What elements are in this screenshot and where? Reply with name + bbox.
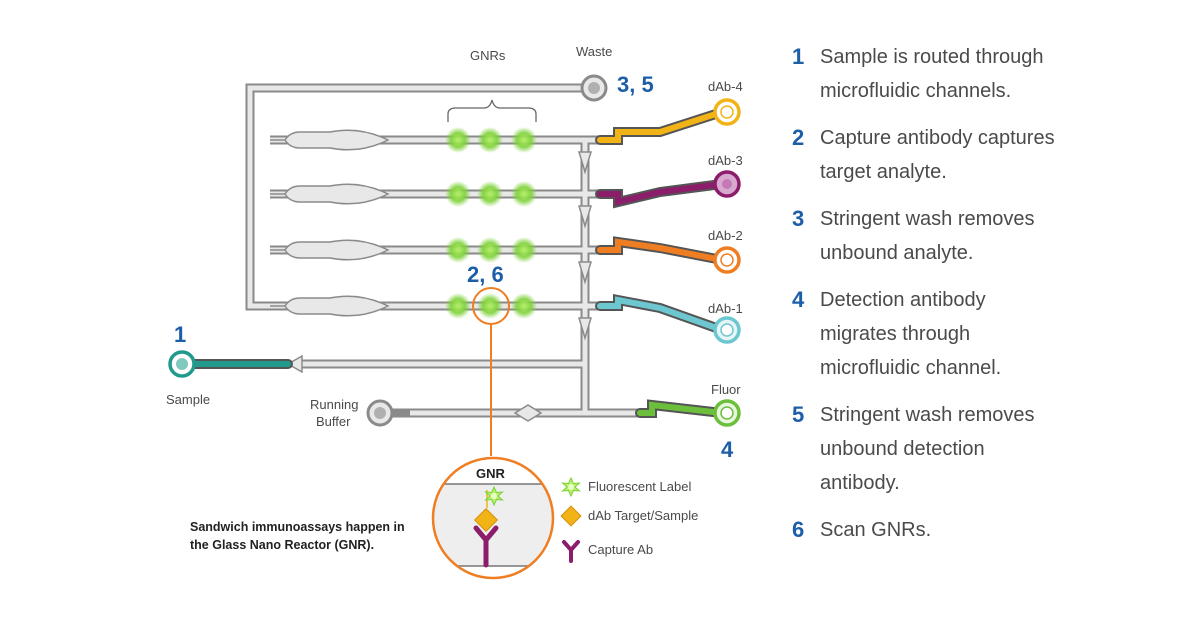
valve-sample — [286, 354, 303, 374]
valve-vertical-4 — [577, 317, 593, 341]
bulge-channel-3 — [270, 183, 390, 205]
note-line-2: the Glass Nano Reactor (GNR). — [190, 538, 374, 552]
legend-label-1: Fluorescent Label — [588, 479, 691, 494]
valve-vertical-1 — [577, 151, 593, 175]
steps-list: 1 Sample is routed through microfluidic c… — [792, 40, 1192, 560]
gnr-spots — [445, 127, 537, 319]
waste-label: Waste — [576, 44, 612, 59]
inset-target-diamond-icon — [473, 507, 499, 533]
waste-step-marker: 3, 5 — [617, 72, 654, 97]
capture-antibody-icon — [562, 540, 580, 563]
valve-vertical-2 — [577, 205, 593, 229]
channel-bulges — [270, 129, 593, 422]
dab4-port — [713, 98, 741, 126]
step-text: Stringent wash removes unbound analyte. — [820, 208, 1035, 264]
step-number: 3 — [792, 206, 805, 231]
step-item: 4 Detection antibody migrates through mic… — [792, 283, 1192, 385]
valve-buffer — [513, 404, 543, 422]
sample-label: Sample — [166, 392, 210, 407]
step-item: 3 Stringent wash removes unbound analyte. — [792, 202, 1192, 270]
dab2-port — [713, 246, 741, 274]
step-text: Capture antibody captures target analyte… — [820, 127, 1055, 183]
gnrs-brace — [447, 99, 537, 122]
bulge-channel-1 — [270, 295, 390, 317]
legend: Fluorescent Label dAb Target/Sample Capt… — [560, 476, 698, 563]
fluor-step-marker: 4 — [721, 437, 734, 462]
valve-vertical-3 — [577, 261, 593, 285]
step-number: 5 — [792, 402, 805, 427]
dab4-label: dAb-4 — [708, 79, 743, 94]
step-number: 2 — [792, 125, 805, 150]
dab3-port — [713, 170, 741, 198]
step-number: 6 — [792, 517, 805, 542]
bulge-channel-4 — [270, 129, 390, 151]
inset-capture-antibody-icon — [473, 525, 499, 568]
step-item: 6 Scan GNRs. — [792, 513, 1192, 547]
legend-label-2: dAb Target/Sample — [588, 508, 698, 523]
inset-title: GNR — [476, 466, 506, 481]
fluor-port — [713, 399, 741, 427]
sample-step-marker: 1 — [174, 322, 186, 347]
dab1-label: dAb-1 — [708, 301, 743, 316]
note-line-1: Sandwich immunoassays happen in — [190, 520, 405, 534]
dab2-label: dAb-2 — [708, 228, 743, 243]
step-item: 2 Capture antibody captures target analyt… — [792, 121, 1192, 189]
gnr-step-marker: 2, 6 — [467, 262, 504, 287]
sample-port — [168, 350, 196, 378]
fluorescent-label-icon — [561, 476, 581, 498]
step-number: 1 — [792, 44, 805, 69]
target-diamond-icon — [560, 505, 582, 527]
running-buffer-label-2: Buffer — [316, 414, 351, 429]
gnrs-label: GNRs — [470, 48, 506, 63]
ports — [168, 74, 741, 427]
step-number: 4 — [792, 287, 805, 312]
step-item: 1 Sample is routed through microfluidic c… — [792, 40, 1192, 108]
bulge-channel-2 — [270, 239, 390, 261]
step-item: 5 Stringent wash removes unbound detectio… — [792, 398, 1192, 500]
buffer-port — [366, 399, 410, 427]
waste-port — [580, 74, 608, 102]
step-text: Detection antibody migrates through micr… — [820, 289, 1002, 379]
running-buffer-label-1: Running — [310, 397, 358, 412]
step-text: Stringent wash removes unbound detection… — [820, 404, 1035, 494]
dab3-label: dAb-3 — [708, 153, 743, 168]
step-text: Sample is routed through microfluidic ch… — [820, 46, 1044, 102]
outlet-channels — [181, 107, 727, 418]
dab1-port — [713, 316, 741, 344]
fluor-label: Fluor — [711, 382, 741, 397]
gnr-inset: GNR — [431, 456, 555, 580]
step-text: Scan GNRs. — [820, 519, 932, 541]
legend-label-3: Capture Ab — [588, 542, 653, 557]
inset-fluorescent-label-icon — [484, 485, 504, 507]
